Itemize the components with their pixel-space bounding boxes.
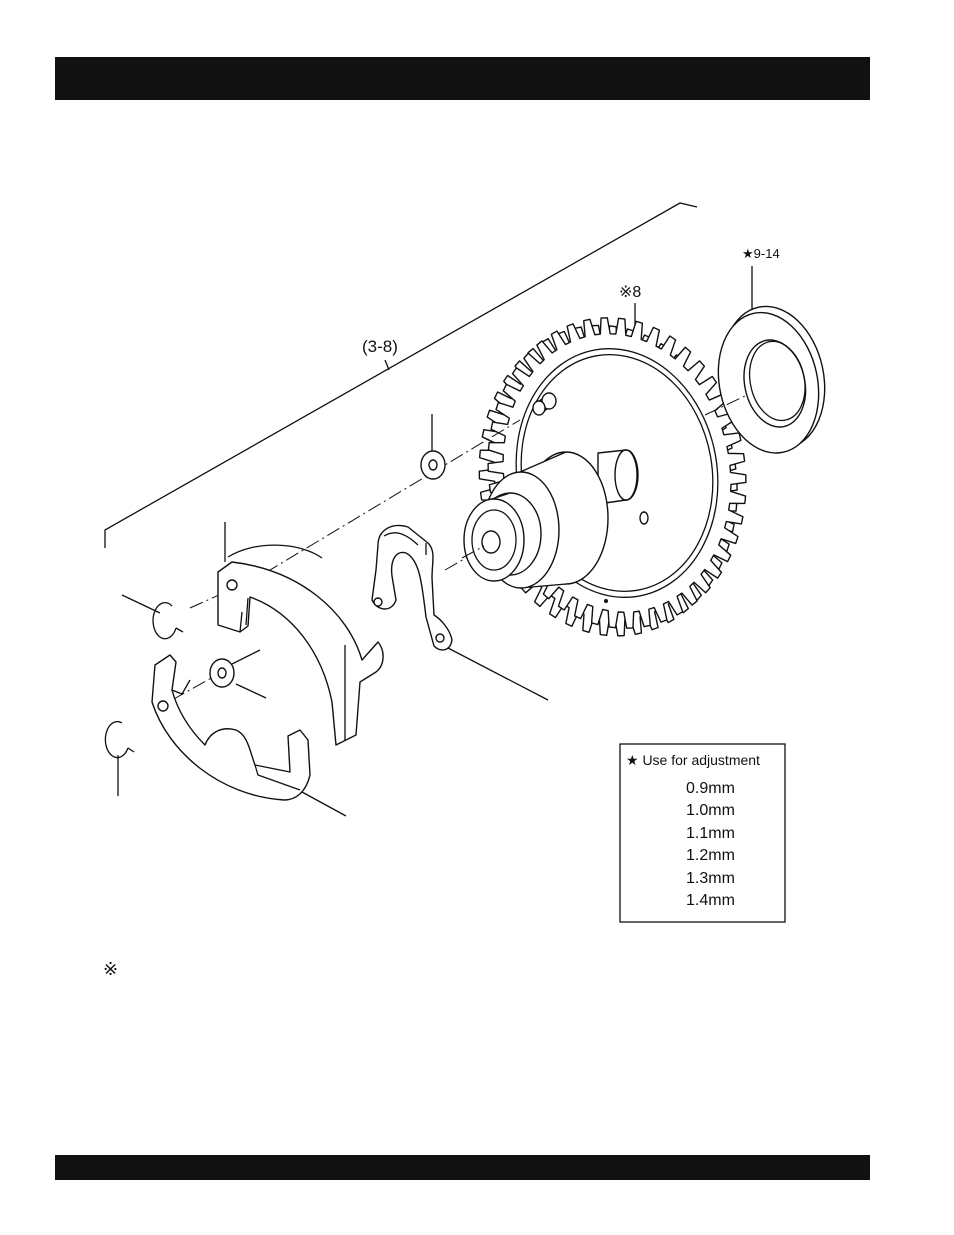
legend-size-4: 1.2mm xyxy=(686,847,735,864)
clip-upper xyxy=(153,603,183,639)
legend-title: ★ Use for adjustment xyxy=(626,752,760,768)
clip-lower xyxy=(105,722,134,758)
upper-governor-plate xyxy=(218,562,383,745)
fork-lever-leader xyxy=(448,648,548,700)
adjustment-legend: ★ Use for adjustment 0.9mm 1.0mm 1.1mm 1… xyxy=(620,744,785,922)
legend-size-6: 1.4mm xyxy=(686,892,735,909)
washer-upper xyxy=(421,451,445,479)
footnote-mark: ※ xyxy=(103,959,118,979)
assembly-label-leader xyxy=(385,360,389,370)
fork-lever xyxy=(372,526,452,650)
legend-size-1: 0.9mm xyxy=(686,780,735,797)
washer-lower xyxy=(210,659,234,687)
legend-size-3: 1.1mm xyxy=(686,825,735,842)
assembly-label: (3-8) xyxy=(362,337,398,356)
gear-mark-dot xyxy=(604,599,608,603)
gear-hole xyxy=(640,512,648,524)
gear-label: ※8 xyxy=(619,284,641,301)
legend-size-5: 1.3mm xyxy=(686,870,735,887)
shim-label: ★9-14 xyxy=(742,246,780,261)
lower-plate-leader xyxy=(302,792,346,816)
washer-lower-leader-top xyxy=(232,650,260,664)
washer-lower-leader-bottom xyxy=(236,684,266,698)
clip-upper-leader xyxy=(122,595,160,613)
legend-size-2: 1.0mm xyxy=(686,802,735,819)
